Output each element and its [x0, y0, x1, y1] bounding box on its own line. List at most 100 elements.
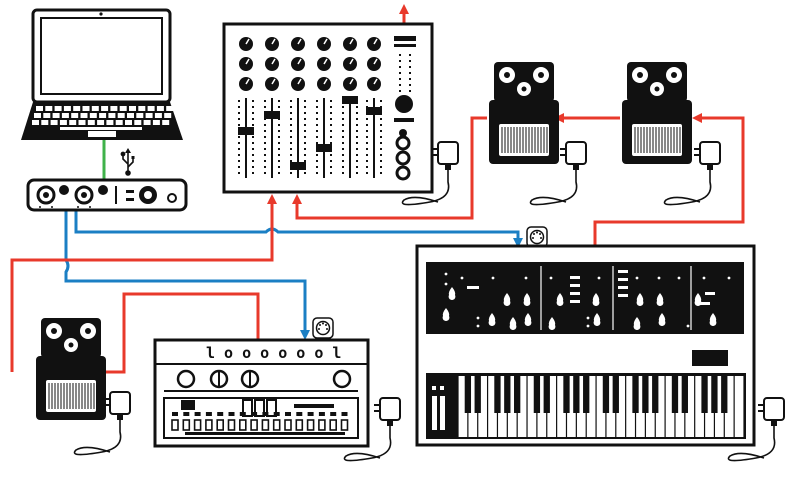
effects-pedal-left[interactable] — [36, 318, 106, 420]
white-key[interactable] — [596, 376, 606, 437]
synth-knob[interactable] — [523, 293, 531, 306]
synth-switch[interactable] — [618, 270, 628, 273]
synth-knob[interactable] — [709, 313, 717, 326]
black-key[interactable] — [711, 376, 718, 413]
black-key[interactable] — [602, 376, 610, 413]
drum-step-button[interactable] — [205, 419, 213, 431]
black-key[interactable] — [642, 376, 649, 413]
synth-knob[interactable] — [694, 293, 702, 306]
drum-machine[interactable]: l o o o o o o l — [153, 338, 370, 448]
synth-switch[interactable] — [570, 300, 580, 303]
white-key[interactable] — [655, 376, 665, 437]
white-key[interactable] — [517, 376, 527, 437]
black-key[interactable] — [573, 376, 580, 413]
black-key[interactable] — [543, 376, 550, 413]
mod-wheel[interactable] — [440, 396, 445, 430]
drum-machine-knobs[interactable] — [176, 369, 352, 389]
white-key[interactable] — [724, 376, 734, 437]
mixer-fader-cap[interactable] — [290, 162, 306, 170]
synth-knob[interactable] — [556, 293, 564, 306]
black-key[interactable] — [632, 376, 639, 413]
black-key[interactable] — [701, 376, 708, 413]
white-key[interactable] — [675, 376, 685, 437]
gain-knob-1[interactable] — [59, 185, 69, 195]
white-key[interactable] — [567, 376, 576, 437]
drum-step-button[interactable] — [171, 419, 179, 431]
drum-step-button[interactable] — [272, 419, 281, 431]
pitch-wheel[interactable] — [432, 396, 437, 430]
usb-audio-interface[interactable] — [26, 178, 188, 212]
effects-pedal-c[interactable] — [622, 62, 692, 164]
drum-step-button[interactable] — [239, 419, 247, 431]
white-key[interactable] — [645, 376, 655, 437]
drum-tempo-button[interactable] — [266, 399, 277, 417]
mixer-faders[interactable] — [238, 96, 382, 178]
keyboard-synthesizer[interactable] — [415, 244, 756, 447]
drum-step-button[interactable] — [306, 419, 315, 431]
white-key[interactable] — [685, 376, 695, 437]
black-key[interactable] — [474, 376, 481, 413]
white-key[interactable] — [734, 376, 744, 437]
synth-knob[interactable] — [633, 317, 641, 330]
synth-keyboard[interactable] — [458, 376, 744, 437]
synth-knob[interactable] — [592, 293, 600, 306]
white-key[interactable] — [636, 376, 645, 437]
mixer-fader-cap[interactable] — [264, 111, 280, 119]
synth-knob[interactable] — [503, 293, 511, 306]
drum-machine-step-buttons[interactable] — [163, 397, 359, 439]
drum-tempo-button[interactable] — [254, 399, 265, 417]
synth-pitch-mod-wheels[interactable] — [432, 386, 445, 430]
synth-switch[interactable] — [467, 286, 479, 289]
white-key[interactable] — [547, 376, 557, 437]
black-key[interactable] — [671, 376, 679, 413]
synth-switch[interactable] — [618, 278, 628, 281]
mixer-fader-cap[interactable] — [316, 144, 332, 152]
black-key[interactable] — [514, 376, 521, 413]
white-key[interactable] — [557, 376, 566, 437]
gain-knob-2[interactable] — [98, 185, 108, 195]
synth-knob[interactable] — [656, 293, 664, 306]
black-key[interactable] — [612, 376, 619, 413]
drum-step-button[interactable] — [250, 419, 258, 431]
synth-knob[interactable] — [524, 313, 532, 326]
drum-tempo-button[interactable] — [242, 399, 253, 417]
drum-step-button[interactable] — [295, 419, 304, 431]
drum-step-button[interactable] — [340, 419, 349, 431]
drum-step-button[interactable] — [193, 419, 202, 431]
white-key[interactable] — [705, 376, 714, 437]
white-key[interactable] — [507, 376, 517, 437]
drum-step-button[interactable] — [261, 419, 270, 431]
mixer-fader-cap[interactable] — [342, 96, 358, 104]
synth-control-panel[interactable] — [442, 270, 731, 330]
wheel-button[interactable] — [440, 386, 444, 390]
laptop[interactable] — [21, 8, 183, 140]
black-key[interactable] — [652, 376, 659, 413]
black-key[interactable] — [563, 376, 570, 413]
black-key[interactable] — [681, 376, 688, 413]
synth-switch[interactable] — [618, 286, 628, 289]
synth-switch[interactable] — [700, 302, 710, 305]
wheel-button[interactable] — [432, 386, 436, 390]
black-key[interactable] — [721, 376, 728, 413]
effects-pedal-b[interactable] — [489, 62, 559, 164]
synth-switch[interactable] — [570, 284, 580, 287]
mixer-fader-cap[interactable] — [366, 107, 382, 115]
drum-step-button[interactable] — [182, 419, 191, 431]
synth-knob[interactable] — [442, 308, 450, 321]
white-key[interactable] — [626, 376, 635, 437]
synth-knob[interactable] — [658, 313, 666, 326]
synth-switch[interactable] — [705, 292, 715, 295]
black-key[interactable] — [583, 376, 590, 413]
mixer-master-knob[interactable] — [395, 95, 413, 113]
white-key[interactable] — [527, 376, 537, 437]
synth-knob[interactable] — [448, 287, 456, 301]
white-key[interactable] — [616, 376, 626, 437]
white-key[interactable] — [498, 376, 507, 437]
mixer[interactable] — [222, 22, 434, 194]
white-key[interactable] — [586, 376, 596, 437]
drum-step-button[interactable] — [318, 419, 326, 431]
synth-switch[interactable] — [618, 294, 628, 297]
white-key[interactable] — [576, 376, 586, 437]
synth-switch[interactable] — [570, 276, 580, 279]
black-key[interactable] — [494, 376, 501, 413]
